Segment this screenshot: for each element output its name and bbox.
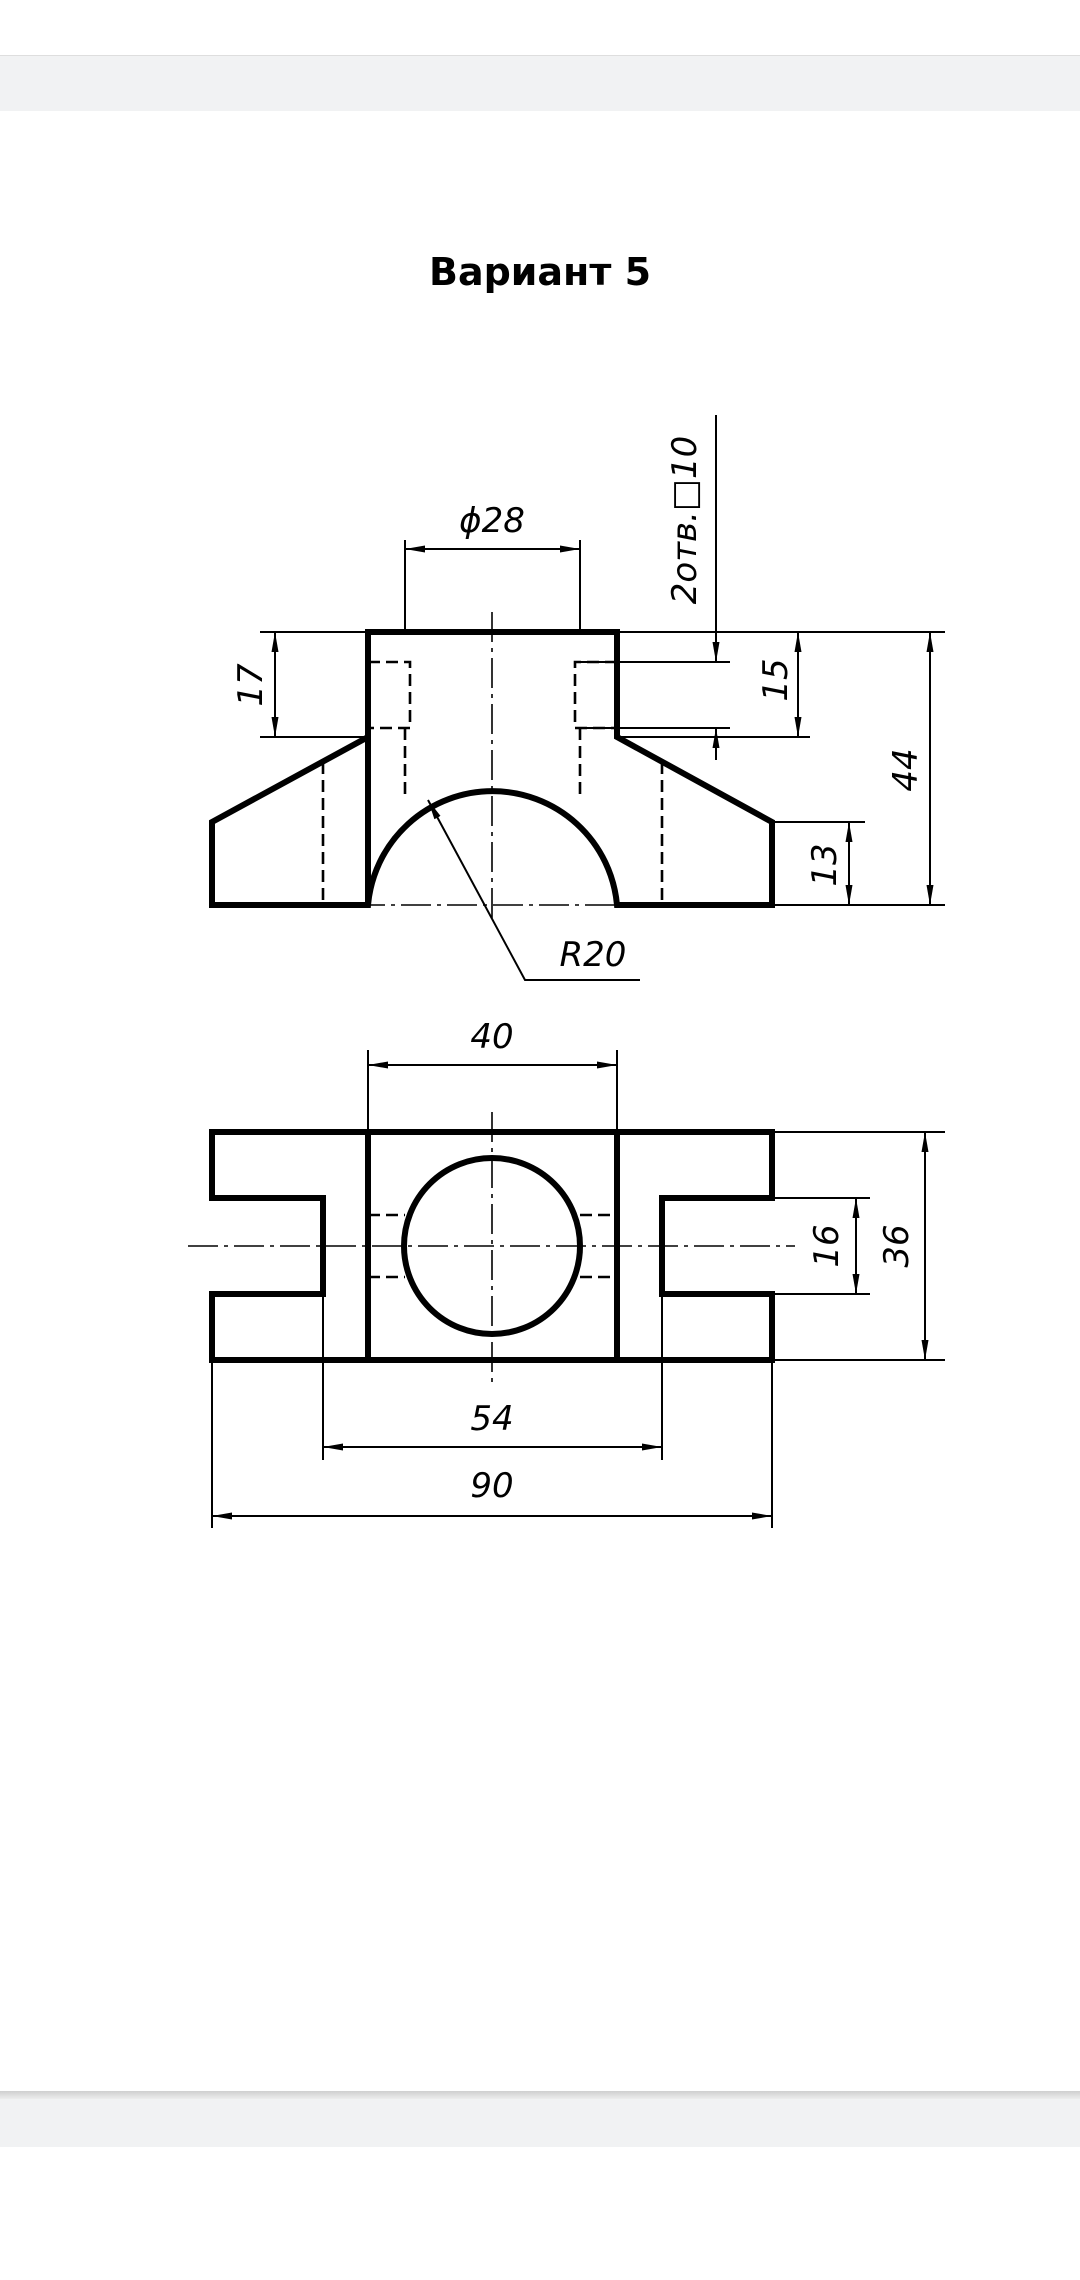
page-gap (0, 2099, 1080, 2147)
dim-40-label: 40 (470, 1017, 513, 1057)
dim-13-label: 13 (805, 843, 845, 886)
document-page (0, 111, 1080, 2091)
dim-d28-label: ϕ28 (459, 501, 525, 541)
top-view: 40 16 36 54 90 (188, 1017, 945, 1528)
front-view: ϕ28 2отв.□10 17 15 13 44 R20 (209, 415, 945, 981)
dim-r20-label: R20 (560, 935, 627, 975)
dim-17-label: 17 (231, 663, 271, 707)
r20-leader (427, 799, 640, 981)
dim-54-label: 54 (470, 1399, 513, 1439)
hidden-hole-right (573, 660, 617, 730)
hidden-hole-left (368, 660, 412, 730)
holes-note: 2отв.□10 (665, 436, 705, 604)
front-view-outline (209, 629, 775, 908)
dim-16-label: 16 (807, 1224, 847, 1267)
dim-90-label: 90 (470, 1466, 513, 1506)
dim-36-label: 36 (877, 1224, 917, 1267)
page-title: Вариант 5 (428, 250, 652, 294)
dim-15-label: 15 (756, 658, 796, 701)
page-bottom-edge (0, 2091, 1080, 2099)
viewer-toolbar (0, 55, 1080, 112)
dim-44-label: 44 (886, 748, 926, 791)
